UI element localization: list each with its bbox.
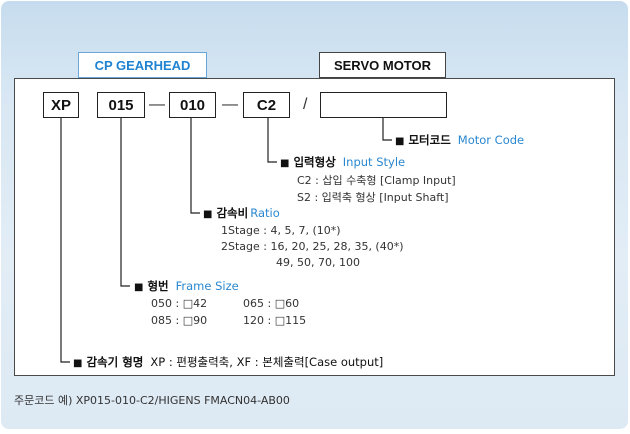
- separator-dash-2: ―: [222, 96, 238, 113]
- input-style-label-en: Input Style: [342, 155, 406, 169]
- order-code-example: 주문코드 예) XP015-010-C2/HIGENS FMACN04-AB00: [14, 394, 290, 407]
- ratio-label-en: Ratio: [250, 206, 280, 220]
- connector-motor-code: [382, 118, 392, 141]
- frame-size-label-ko: 형번: [147, 279, 169, 293]
- motor-code-label-ko: 모터코드: [408, 133, 451, 147]
- frame-size-cell: 065 : □60: [243, 297, 300, 310]
- input-style-label-ko: 입력형상: [293, 155, 336, 169]
- frame-size-label-en: Frame Size: [175, 279, 239, 293]
- input-style-line: C2 : 삽입 수축형 [Clamp Input]: [297, 174, 456, 187]
- frame-size-cell: 050 : □42: [151, 297, 208, 310]
- separator-dash-1: ―: [149, 96, 165, 113]
- frame-size-cell: 085 : □90: [151, 314, 208, 327]
- connector-frame-size: [120, 118, 130, 287]
- code-box-015: 015: [97, 92, 145, 118]
- ratio-line: 1Stage : 4, 5, 7, (10*): [221, 224, 341, 237]
- code-box-motor: [320, 92, 447, 118]
- input-style-label: ■입력형상 Input Style: [280, 155, 405, 171]
- bullet-square-icon: ■: [395, 136, 405, 147]
- frame-size-cell: 120 : □115: [243, 314, 307, 327]
- ratio-label-ko: 감속비: [216, 206, 249, 220]
- code-box-c2: C2: [243, 92, 290, 118]
- bullet-square-icon: ■: [73, 358, 83, 369]
- code-box-010: 010: [169, 92, 216, 118]
- ratio-line: 49, 50, 70, 100: [276, 256, 360, 269]
- connector-reducer-type: [60, 118, 70, 363]
- motor-code-label: ■모터코드 Motor Code: [395, 133, 524, 149]
- servo-motor-header: SERVO MOTOR: [319, 52, 446, 78]
- code-box-xp: XP: [43, 92, 79, 118]
- frame-size-label: ■형번 Frame Size: [134, 279, 239, 295]
- motor-code-label-en: Motor Code: [457, 133, 525, 147]
- separator-slash: /: [303, 96, 308, 113]
- bullet-square-icon: ■: [280, 158, 290, 169]
- bullet-square-icon: ■: [134, 282, 144, 293]
- reducer-type-label: ■감속기 형명 XP : 편평출력축, XF : 본체출력[Case output…: [73, 355, 383, 371]
- connector-input-style: [267, 118, 277, 163]
- connector-ratio: [190, 118, 200, 214]
- code-diagram-box: [14, 78, 615, 376]
- reducer-type-label-ko: 감속기 형명: [86, 355, 144, 369]
- cp-gearhead-header: CP GEARHEAD: [78, 52, 207, 78]
- reducer-type-text: XP : 편평출력축, XF : 본체출력[Case output]: [150, 355, 384, 369]
- input-style-line: S2 : 입력축 형상 [Input Shaft]: [297, 191, 449, 204]
- bullet-square-icon: ■: [203, 209, 213, 220]
- ratio-line: 2Stage : 16, 20, 25, 28, 35, (40*): [221, 240, 404, 253]
